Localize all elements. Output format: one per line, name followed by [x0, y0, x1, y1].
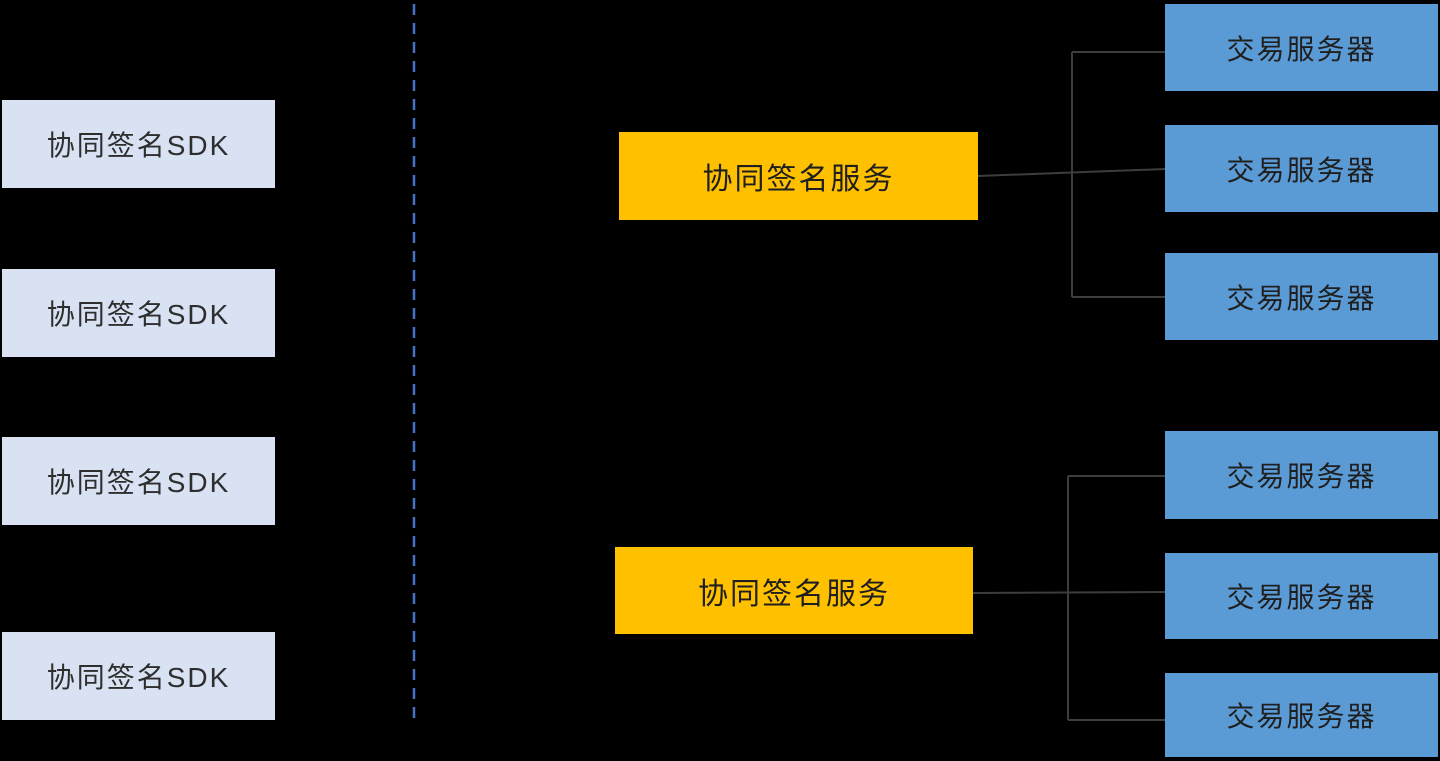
sdk-node-4: 协同签名SDK — [2, 632, 275, 720]
server-node-5: 交易服务器 — [1165, 553, 1438, 639]
server-node-3: 交易服务器 — [1165, 253, 1438, 340]
server-node-6: 交易服务器 — [1165, 673, 1438, 757]
server-node-1: 交易服务器 — [1165, 4, 1438, 91]
server-node-4: 交易服务器 — [1165, 431, 1438, 519]
service-node-1: 协同签名服务 — [619, 132, 978, 220]
sdk-node-3: 协同签名SDK — [2, 437, 275, 525]
service-node-2: 协同签名服务 — [615, 547, 973, 634]
server-node-2: 交易服务器 — [1165, 125, 1438, 212]
sdk-node-1: 协同签名SDK — [2, 100, 275, 188]
sdk-node-2: 协同签名SDK — [2, 269, 275, 357]
